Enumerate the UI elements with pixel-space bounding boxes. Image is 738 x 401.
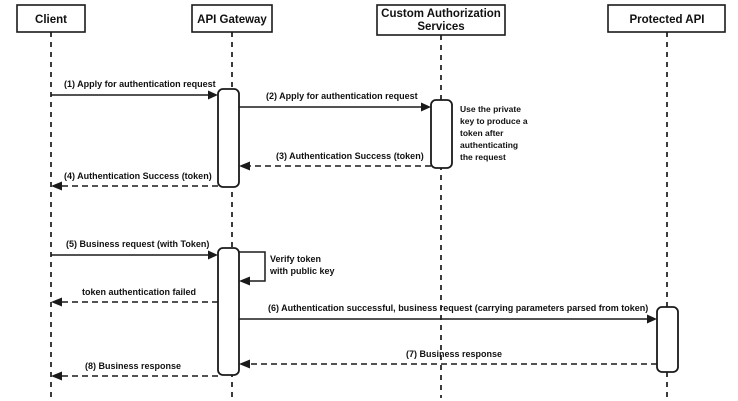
activation-bar-gateway-business[interactable] <box>217 247 240 376</box>
message-verify-token-line <box>239 251 266 282</box>
message-1-label: (1) Apply for authentication request <box>64 79 216 89</box>
message-8[interactable]: (8) Business response <box>51 361 218 381</box>
participant-custom-authorization-services[interactable]: Custom Authorization Services <box>376 4 506 36</box>
message-5-label: (5) Business request (with Token) <box>66 239 209 249</box>
message-1-arrowhead <box>208 90 218 100</box>
note-private-key-line-4: authenticating <box>460 140 518 150</box>
participant-box-api-gateway[interactable] <box>191 4 273 33</box>
activation-bar-protected-api[interactable] <box>656 306 679 373</box>
participant-label-api-gateway: API Gateway <box>197 14 267 26</box>
participant-label-client: Client <box>35 14 67 26</box>
message-7[interactable]: (7) Business response <box>239 349 657 369</box>
message-4[interactable]: (4) Authentication Success (token) <box>51 171 218 191</box>
message-7-arrowhead <box>239 359 250 369</box>
participant-box-protected-api[interactable] <box>607 4 726 33</box>
message-2[interactable]: (2) Apply for authentication request <box>239 91 431 112</box>
participant-label-custom-authorization-services-line2: Services <box>417 21 464 33</box>
note-private-key-line-3: token after <box>460 128 504 138</box>
message-verify-token-label-line1: Verify token <box>270 254 321 264</box>
participant-api-gateway[interactable]: API Gateway <box>191 4 273 33</box>
message-1[interactable]: (1) Apply for authentication request <box>51 79 218 100</box>
note-private-key-line-2: key to produce a <box>460 116 528 126</box>
message-token-authentication-failed-label: token authentication failed <box>82 287 196 297</box>
participant-client[interactable]: Client <box>16 4 86 33</box>
activation-bar-auth-service[interactable] <box>430 99 453 169</box>
message-7-label: (7) Business response <box>406 349 502 359</box>
note-private-key-line-5: the request <box>460 152 506 162</box>
message-5-arrowhead <box>208 250 218 260</box>
activation-bar-gateway-auth[interactable] <box>217 88 240 188</box>
activation-bars <box>217 88 679 376</box>
participant-headers: Client API Gateway Custom Authorization … <box>16 4 726 36</box>
message-6[interactable]: (6) Authentication successful, business … <box>239 303 657 324</box>
message-2-label: (2) Apply for authentication request <box>266 91 418 101</box>
message-token-authentication-failed-arrowhead <box>51 297 62 307</box>
message-6-arrowhead <box>647 314 657 324</box>
participant-label-protected-api: Protected API <box>630 14 705 26</box>
message-2-arrowhead <box>421 102 431 112</box>
message-3-arrowhead <box>239 161 250 171</box>
message-4-arrowhead <box>51 181 62 191</box>
message-6-label: (6) Authentication successful, business … <box>268 303 648 313</box>
message-8-label: (8) Business response <box>85 361 181 371</box>
message-token-authentication-failed[interactable]: token authentication failed <box>51 287 218 307</box>
message-8-arrowhead <box>51 371 62 381</box>
participant-box-custom-authorization-services[interactable] <box>376 4 506 36</box>
message-5[interactable]: (5) Business request (with Token) <box>51 239 218 260</box>
note-private-key-line-1: Use the private <box>460 104 521 114</box>
participant-protected-api[interactable]: Protected API <box>607 4 726 33</box>
participant-label-custom-authorization-services-line1: Custom Authorization <box>381 8 501 20</box>
message-verify-token-arrowhead <box>239 276 250 286</box>
message-verify-token-self-call[interactable]: Verify token with public key <box>239 251 335 286</box>
message-verify-token-label-line2: with public key <box>269 266 335 276</box>
message-3-label: (3) Authentication Success (token) <box>276 151 424 161</box>
message-3[interactable]: (3) Authentication Success (token) <box>239 151 431 171</box>
participant-box-client[interactable] <box>16 4 86 33</box>
message-4-label: (4) Authentication Success (token) <box>64 171 212 181</box>
note-private-key: Use the private key to produce a token a… <box>460 104 528 162</box>
